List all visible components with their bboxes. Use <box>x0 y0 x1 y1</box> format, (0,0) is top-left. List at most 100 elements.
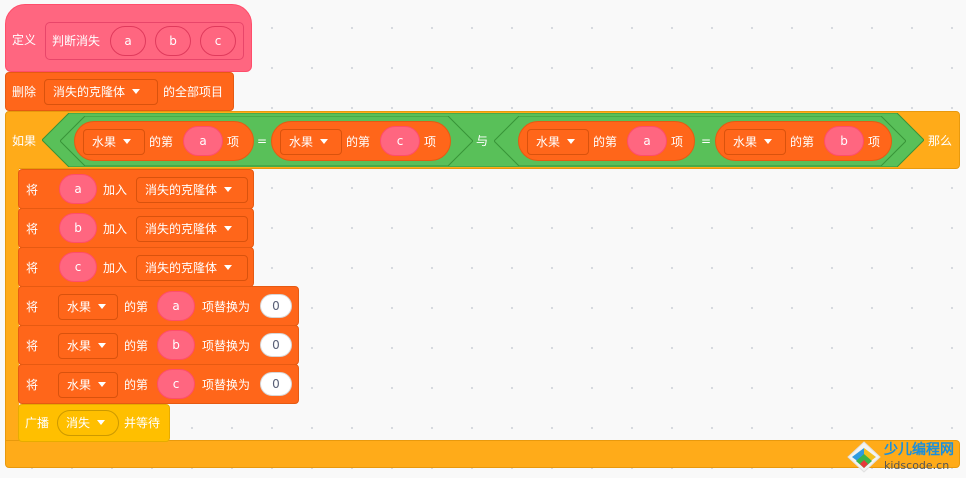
verb-label: 将 <box>26 339 39 353</box>
list-name: 消失的克隆体 <box>145 222 218 236</box>
argument-reporter-c[interactable]: c <box>157 369 195 399</box>
kidscode-logo-icon <box>847 441 881 473</box>
and-label: 与 <box>476 134 489 148</box>
item-of-list-block[interactable]: 水果 的第 c 项 <box>271 121 451 161</box>
delete-all-block[interactable]: 删除 消失的克隆体 的全部项目 <box>5 72 234 111</box>
message-dropdown[interactable]: 消失 <box>57 410 119 436</box>
caret-down-icon <box>98 304 107 309</box>
replace-item-block[interactable]: 将 水果 的第 a 项替换为 0 <box>18 286 299 326</box>
verb-label: 将 <box>26 222 39 236</box>
argument-b[interactable]: b <box>155 26 191 56</box>
action-label: 项替换为 <box>202 300 251 314</box>
item-label: 项 <box>424 135 437 149</box>
add-to-list-block[interactable]: 将 a 加入 消失的克隆体 <box>18 169 254 209</box>
caret-down-icon <box>97 420 106 425</box>
caret-down-icon <box>224 226 233 231</box>
list-dropdown[interactable]: 水果 <box>724 129 786 155</box>
action-label: 项替换为 <box>202 378 251 392</box>
action-label: 加入 <box>103 183 128 197</box>
item-of-list-block[interactable]: 水果 的第 a 项 <box>518 121 695 161</box>
argument-reporter-a[interactable]: a <box>183 126 223 156</box>
value-input[interactable]: 0 <box>260 333 292 357</box>
caret-down-icon <box>98 382 107 387</box>
list-dropdown[interactable]: 水果 <box>527 129 589 155</box>
argument-reporter-c[interactable]: c <box>59 252 97 282</box>
list-dropdown[interactable]: 消失的克隆体 <box>136 177 248 203</box>
of-label: 的第 <box>346 135 371 149</box>
of-label: 的第 <box>790 135 815 149</box>
list-dropdown[interactable]: 水果 <box>83 129 145 155</box>
value-input[interactable]: 0 <box>260 372 292 396</box>
verb-label: 将 <box>26 183 39 197</box>
add-to-list-block[interactable]: 将 b 加入 消失的克隆体 <box>18 208 254 248</box>
list-dropdown[interactable]: 水果 <box>58 372 118 398</box>
of-label: 的第 <box>124 300 149 314</box>
message-name: 消失 <box>66 416 91 430</box>
caret-down-icon <box>123 139 132 144</box>
argument-reporter-a[interactable]: a <box>157 291 195 321</box>
value-input[interactable]: 0 <box>260 294 292 318</box>
list-name: 消失的克隆体 <box>145 261 218 275</box>
of-label: 的第 <box>149 135 174 149</box>
verb-label: 将 <box>26 261 39 275</box>
of-label: 的第 <box>124 378 149 392</box>
of-label: 的第 <box>124 339 149 353</box>
broadcast-and-wait-block[interactable]: 广播 消失 并等待 <box>18 404 170 442</box>
add-to-list-block[interactable]: 将 c 加入 消失的克隆体 <box>18 247 254 287</box>
argument-a[interactable]: a <box>110 26 146 56</box>
custom-block-name: 判断消失 <box>52 34 101 48</box>
then-label: 那么 <box>928 134 953 148</box>
list-name: 水果 <box>67 300 92 314</box>
verb-label: 将 <box>26 378 39 392</box>
equals-symbol: = <box>257 134 268 148</box>
list-name: 消失的克隆体 <box>53 85 126 99</box>
caret-down-icon <box>764 139 773 144</box>
item-of-list-block[interactable]: 水果 的第 a 项 <box>74 121 254 161</box>
define-label: 定义 <box>12 33 37 47</box>
item-of-list-block[interactable]: 水果 的第 b 项 <box>715 121 892 161</box>
caret-down-icon <box>567 139 576 144</box>
action-label: 加入 <box>103 222 128 236</box>
list-name: 水果 <box>536 135 561 149</box>
list-dropdown[interactable]: 消失的克隆体 <box>44 79 158 105</box>
caret-down-icon <box>132 89 141 94</box>
custom-block-prototype[interactable]: 判断消失 a b c <box>45 22 244 60</box>
list-dropdown[interactable]: 水果 <box>58 294 118 320</box>
equals-symbol: = <box>701 134 712 148</box>
argument-reporter-b[interactable]: b <box>59 213 97 243</box>
list-dropdown[interactable]: 消失的克隆体 <box>136 216 248 242</box>
list-name: 水果 <box>92 135 117 149</box>
argument-reporter-c[interactable]: c <box>380 126 420 156</box>
argument-reporter-b[interactable]: b <box>157 330 195 360</box>
if-label: 如果 <box>12 134 37 148</box>
of-label: 的第 <box>593 135 618 149</box>
broadcast-label: 广播 <box>25 416 50 430</box>
item-label: 项 <box>868 135 881 149</box>
delete-label: 删除 <box>12 85 37 99</box>
watermark-title: 少儿编程网 <box>884 442 954 458</box>
argument-reporter-a[interactable]: a <box>59 174 97 204</box>
list-name: 消失的克隆体 <box>145 183 218 197</box>
watermark-url: kidscode.cn <box>884 459 950 472</box>
if-block-arm <box>5 165 19 447</box>
broadcast-suffix: 并等待 <box>124 416 161 430</box>
list-dropdown[interactable]: 消失的克隆体 <box>136 255 248 281</box>
caret-down-icon <box>224 265 233 270</box>
argument-c[interactable]: c <box>200 26 236 56</box>
delete-suffix: 的全部项目 <box>163 85 224 99</box>
replace-item-block[interactable]: 将 水果 的第 b 项替换为 0 <box>18 325 299 365</box>
list-dropdown[interactable]: 水果 <box>280 129 342 155</box>
action-label: 加入 <box>103 261 128 275</box>
replace-item-block[interactable]: 将 水果 的第 c 项替换为 0 <box>18 364 299 404</box>
verb-label: 将 <box>26 300 39 314</box>
item-label: 项 <box>671 135 684 149</box>
argument-reporter-a[interactable]: a <box>627 126 667 156</box>
action-label: 项替换为 <box>202 339 251 353</box>
if-block-bottom <box>5 440 960 468</box>
list-name: 水果 <box>289 135 314 149</box>
caret-down-icon <box>224 187 233 192</box>
list-dropdown[interactable]: 水果 <box>58 333 118 359</box>
list-name: 水果 <box>67 339 92 353</box>
argument-reporter-b[interactable]: b <box>824 126 864 156</box>
item-label: 项 <box>227 135 240 149</box>
